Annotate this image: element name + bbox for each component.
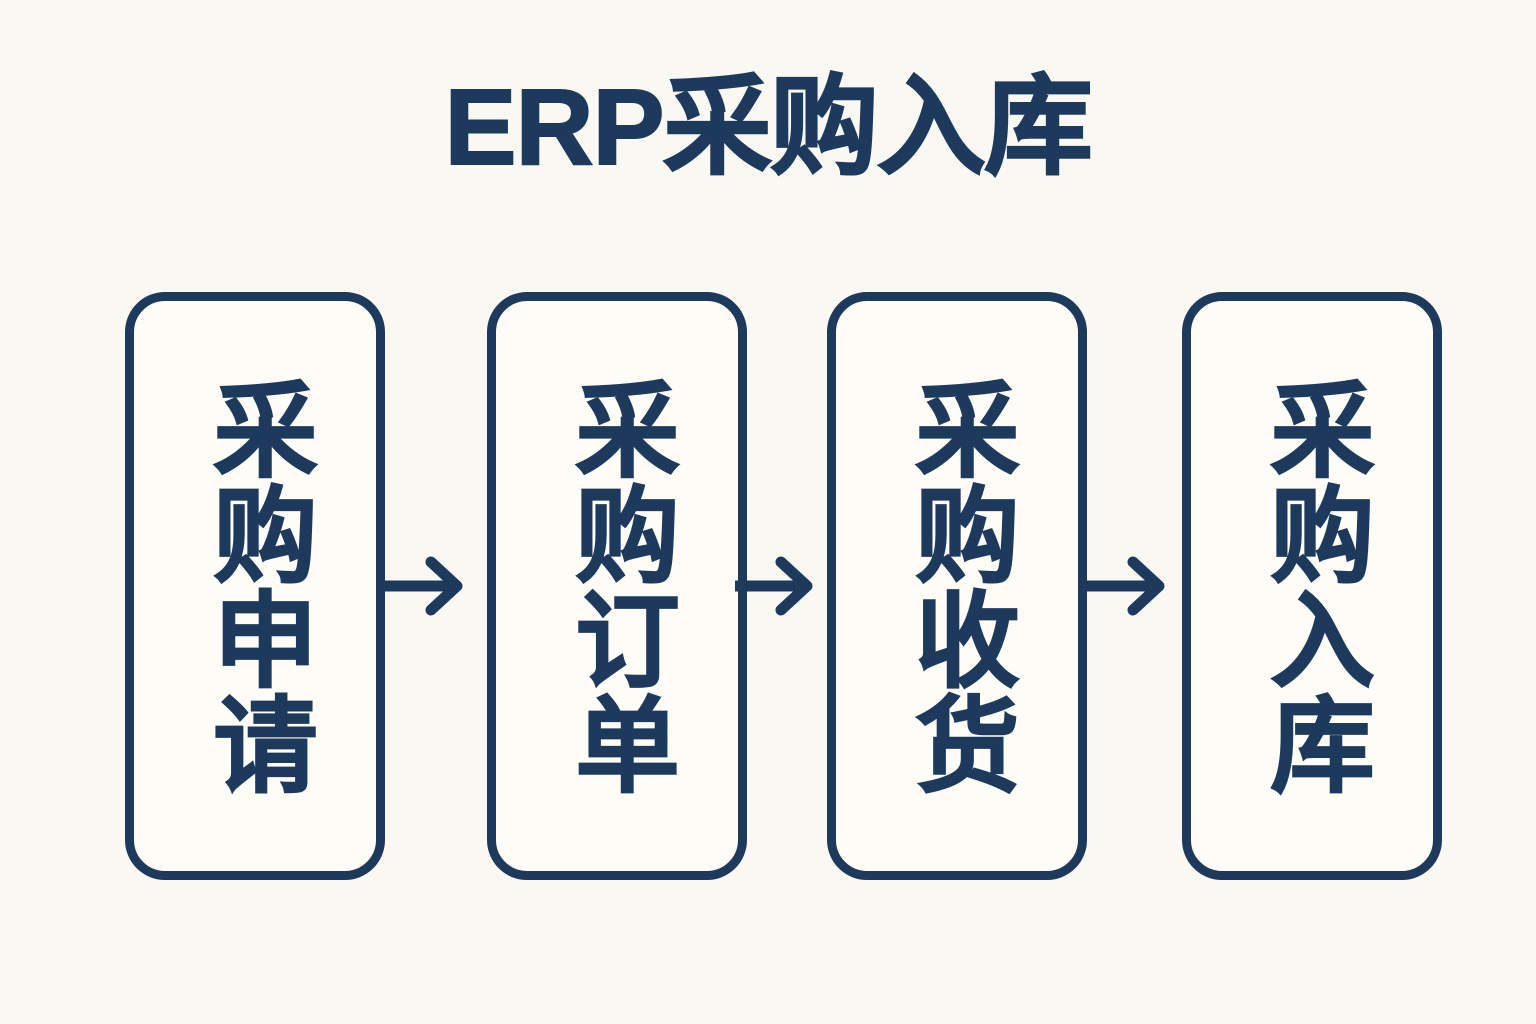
arrow-right-icon [1087, 540, 1179, 632]
flow-node-purchase-requisition[interactable]: 采购申请 [125, 292, 385, 880]
flow-node-label: 采购申请 [196, 375, 314, 797]
flow-node-purchase-order[interactable]: 采购订单 [487, 292, 747, 880]
flow-node-label: 采购订单 [558, 375, 676, 797]
arrow-right-icon [385, 540, 477, 632]
flow-node-purchase-receipt[interactable]: 采购收货 [827, 292, 1087, 880]
flow-node-purchase-inbound[interactable]: 采购入库 [1182, 292, 1442, 880]
page-title: ERP采购入库 [443, 65, 1093, 188]
flow-node-label: 采购入库 [1253, 375, 1371, 797]
arrow-right-icon [735, 540, 827, 632]
flow-node-label: 采购收货 [898, 375, 1016, 797]
process-flow: 采购申请 采购订单 采购收货 [0, 292, 1536, 882]
